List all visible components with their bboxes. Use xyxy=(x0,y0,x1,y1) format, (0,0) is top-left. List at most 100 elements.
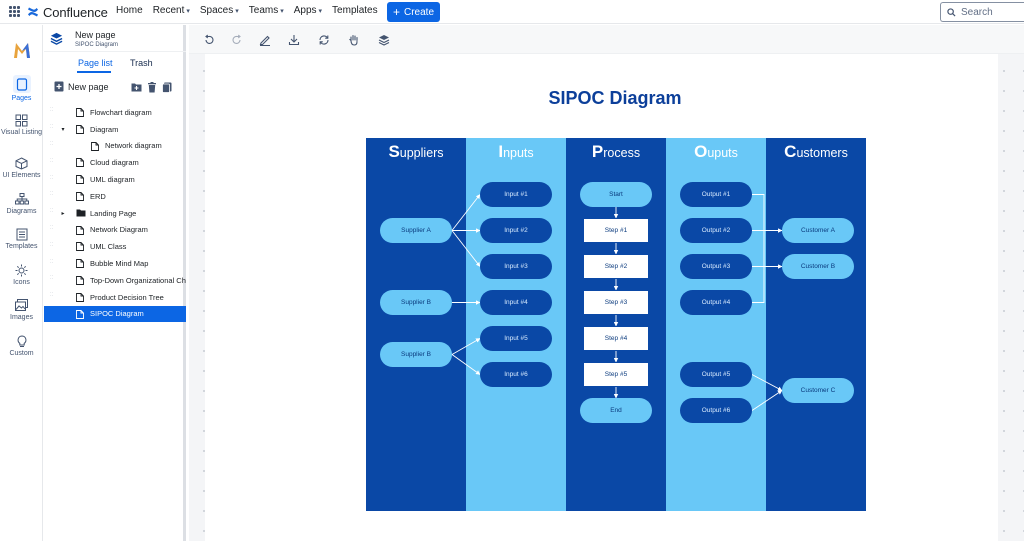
customer-node[interactable]: Customer A xyxy=(782,218,854,243)
drag-handle-icon[interactable]: ⁚⁚ xyxy=(50,224,54,231)
supplier-node[interactable]: Supplier B xyxy=(380,342,452,367)
drag-handle-icon[interactable]: ⁚⁚ xyxy=(50,208,54,215)
tab-page-list[interactable]: Page list xyxy=(78,58,113,68)
page-tree-item[interactable]: ⁚⁚UML diagram xyxy=(44,171,186,188)
rail-item-visual-listing[interactable]: Visual Listing xyxy=(0,113,43,136)
drag-handle-icon[interactable]: ⁚⁚ xyxy=(50,191,54,198)
rail-item-ui-elements[interactable]: UI Elements xyxy=(0,156,43,179)
output-node[interactable]: Output #5 xyxy=(680,362,752,387)
caret-right-icon[interactable]: ▸ xyxy=(61,210,65,217)
customers-column[interactable]: Customers xyxy=(766,138,866,511)
nav-spaces[interactable]: Spaces▾ xyxy=(200,5,239,16)
drag-handle-icon[interactable]: ⁚⁚ xyxy=(50,258,54,265)
nav-teams[interactable]: Teams▾ xyxy=(249,5,284,16)
drag-handle-icon[interactable]: ⁚⁚ xyxy=(50,174,54,181)
trash-icon[interactable] xyxy=(147,82,157,93)
app-switcher-icon[interactable] xyxy=(9,6,20,17)
rail-item-icons[interactable]: Icons xyxy=(0,263,43,286)
sync-icon[interactable] xyxy=(318,34,330,46)
drag-handle-icon[interactable]: ⁚⁚ xyxy=(50,292,54,299)
page-tree-item-label: Product Decision Tree xyxy=(90,292,164,302)
page-tree-item[interactable]: ⁚⁚Top-Down Organizational Ch xyxy=(44,272,186,289)
confluence-logo[interactable]: Confluence xyxy=(27,4,108,20)
nav-home[interactable]: Home xyxy=(116,5,143,16)
hand-icon[interactable] xyxy=(348,34,360,46)
app-logo-icon[interactable] xyxy=(12,40,32,60)
copy-pages-icon[interactable] xyxy=(162,82,172,93)
supplier-node[interactable]: Supplier A xyxy=(380,218,452,243)
output-node[interactable]: Output #2 xyxy=(680,218,752,243)
create-label: Create xyxy=(404,6,435,18)
add-folder-icon[interactable] xyxy=(131,82,142,92)
diagram-icon xyxy=(14,192,29,206)
grid-icon xyxy=(15,113,29,127)
rail-item-custom[interactable]: Custom xyxy=(0,334,43,357)
undo-icon[interactable] xyxy=(203,34,215,46)
customer-node[interactable]: Customer B xyxy=(782,254,854,279)
process-step-node[interactable]: Step #4 xyxy=(583,326,649,351)
process-step-node[interactable]: Step #5 xyxy=(583,362,649,387)
input-node[interactable]: Input #2 xyxy=(480,218,552,243)
process-step-node[interactable]: Step #1 xyxy=(583,218,649,243)
nav-apps[interactable]: Apps▾ xyxy=(294,5,322,16)
chevron-down-icon: ▾ xyxy=(186,8,190,15)
search-input[interactable]: Search xyxy=(940,2,1024,22)
page-tree-item[interactable]: ⁚⁚Network diagram xyxy=(44,138,186,155)
rail-item-templates[interactable]: Templates xyxy=(0,227,43,250)
drag-handle-icon[interactable]: ⁚⁚ xyxy=(50,124,54,131)
new-page-button[interactable]: New page xyxy=(54,81,109,92)
supplier-node[interactable]: Supplier B xyxy=(380,290,452,315)
page-tree-item[interactable]: ⁚⁚ERD xyxy=(44,188,186,205)
create-button[interactable]: + Create xyxy=(387,2,440,22)
page-tree-item-label: Flowchart diagram xyxy=(90,107,152,117)
nav-recent[interactable]: Recent▾ xyxy=(153,5,190,16)
input-node[interactable]: Input #5 xyxy=(480,326,552,351)
input-node[interactable]: Input #1 xyxy=(480,182,552,207)
pen-icon[interactable] xyxy=(259,34,271,46)
page-tree-item-label: Diagram xyxy=(90,124,119,134)
page-tree-item[interactable]: ⁚⁚▸Landing Page xyxy=(44,205,186,222)
output-node[interactable]: Output #6 xyxy=(680,398,752,423)
process-step-node[interactable]: Step #3 xyxy=(583,290,649,315)
drag-handle-icon[interactable]: ⁚⁚ xyxy=(50,107,54,114)
tab-trash[interactable]: Trash xyxy=(130,58,153,68)
process-end-node[interactable]: End xyxy=(580,398,652,423)
page-tree-item[interactable]: ⁚⁚ Flowchart diagram xyxy=(44,104,186,121)
redo-icon[interactable] xyxy=(231,34,243,46)
input-node[interactable]: Input #4 xyxy=(480,290,552,315)
output-node[interactable]: Output #1 xyxy=(680,182,752,207)
customer-node[interactable]: Customer C xyxy=(782,378,854,403)
nav-templates[interactable]: Templates xyxy=(332,5,378,16)
page-tree-item[interactable]: ⁚⁚Bubble Mind Map xyxy=(44,255,186,272)
output-node[interactable]: Output #3 xyxy=(680,254,752,279)
layers-icon xyxy=(50,32,63,45)
input-node[interactable]: Input #3 xyxy=(480,254,552,279)
page-tree-item[interactable]: ⁚⁚ Product Decision Tree xyxy=(44,289,186,306)
page-tree-item[interactable]: ⁚⁚Cloud diagram xyxy=(44,154,186,171)
drag-handle-icon[interactable]: ⁚⁚ xyxy=(50,157,54,164)
page-tree-item[interactable]: ⁚⁚UML Class xyxy=(44,238,186,255)
drag-handle-icon[interactable]: ⁚⁚ xyxy=(50,308,54,315)
page-tree-item[interactable]: ⁚⁚SIPOC Diagram xyxy=(44,305,186,323)
pages-icon xyxy=(12,75,31,93)
rail-item-diagrams[interactable]: Diagrams xyxy=(0,192,43,215)
layers-icon[interactable] xyxy=(378,34,390,46)
download-icon[interactable] xyxy=(288,34,300,46)
input-node[interactable]: Input #6 xyxy=(480,362,552,387)
drag-handle-icon[interactable]: ⁚⁚ xyxy=(50,140,54,147)
rail-item-pages[interactable]: Pages xyxy=(0,75,43,102)
process-step-node[interactable]: Step #2 xyxy=(583,254,649,279)
sipoc-diagram[interactable]: Suppliers Inputs Process Ouputs Customer… xyxy=(366,138,866,511)
drag-handle-icon[interactable]: ⁚⁚ xyxy=(50,241,54,248)
suppliers-column[interactable]: Suppliers xyxy=(366,138,466,511)
caret-down-icon[interactable]: ▾ xyxy=(61,126,65,133)
page-icon xyxy=(76,276,84,285)
diagram-title[interactable]: SIPOC Diagram xyxy=(548,88,682,108)
drag-handle-icon[interactable]: ⁚⁚ xyxy=(50,275,54,282)
output-node[interactable]: Output #4 xyxy=(680,290,752,315)
page-tree-item[interactable]: ⁚⁚Network Diagram xyxy=(44,222,186,239)
rail-item-images[interactable]: Images xyxy=(0,298,43,321)
active-tab-indicator xyxy=(77,71,111,73)
page-tree-item[interactable]: ⁚⁚ ▾ Diagram xyxy=(44,121,186,138)
process-start-node[interactable]: Start xyxy=(580,182,652,207)
